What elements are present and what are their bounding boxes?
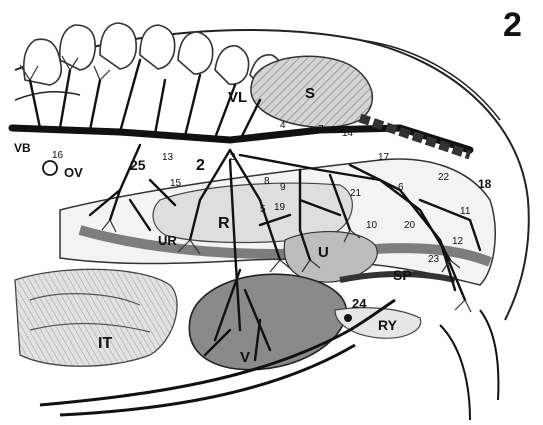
vessel-12: 12 — [452, 236, 464, 247]
label-s: S — [305, 85, 315, 102]
label-25: 25 — [130, 157, 146, 173]
vessel-17: 17 — [378, 152, 390, 163]
vessel-14: 14 — [342, 128, 354, 139]
vessel-4: 4 — [280, 120, 286, 131]
vessel-16: 16 — [52, 150, 64, 161]
label-v: V — [240, 349, 250, 366]
vessel-18: 18 — [478, 177, 492, 191]
label-it: IT — [98, 335, 112, 352]
label-ry: RY — [378, 317, 398, 333]
vessel-20: 20 — [404, 220, 416, 231]
node-24 — [344, 314, 352, 322]
label-ov: OV — [64, 165, 83, 180]
vessel-6: 6 — [398, 182, 404, 193]
label-sp: SP — [393, 267, 412, 283]
intestine-it — [15, 269, 177, 366]
label-24: 24 — [352, 296, 367, 311]
vessel-9: 9 — [280, 182, 286, 193]
vessel-23: 23 — [428, 254, 440, 265]
vessel-11: 11 — [460, 206, 471, 217]
vessel-5: 5 — [260, 204, 266, 215]
label-vb: VB — [14, 141, 31, 155]
segmented-chain — [360, 118, 470, 155]
vessel-21: 21 — [350, 188, 362, 199]
vertebral-column — [24, 23, 282, 87]
ovary-node — [43, 161, 57, 175]
label-vl: VL — [228, 89, 247, 106]
label-u: U — [318, 244, 329, 261]
label-ur: UR — [158, 233, 177, 248]
label-13: 13 — [162, 152, 174, 163]
label-2: 2 — [196, 157, 205, 174]
vessel-8: 8 — [264, 176, 270, 187]
vessel-15: 15 — [170, 178, 182, 189]
organ-v — [189, 274, 346, 369]
vessel-3: 3 — [230, 152, 236, 163]
vessel-7: 7 — [318, 124, 324, 135]
vessel-10: 10 — [366, 220, 378, 231]
label-r: R — [218, 215, 230, 232]
vessel-19: 19 — [274, 202, 286, 213]
vessel-22: 22 — [438, 172, 450, 183]
